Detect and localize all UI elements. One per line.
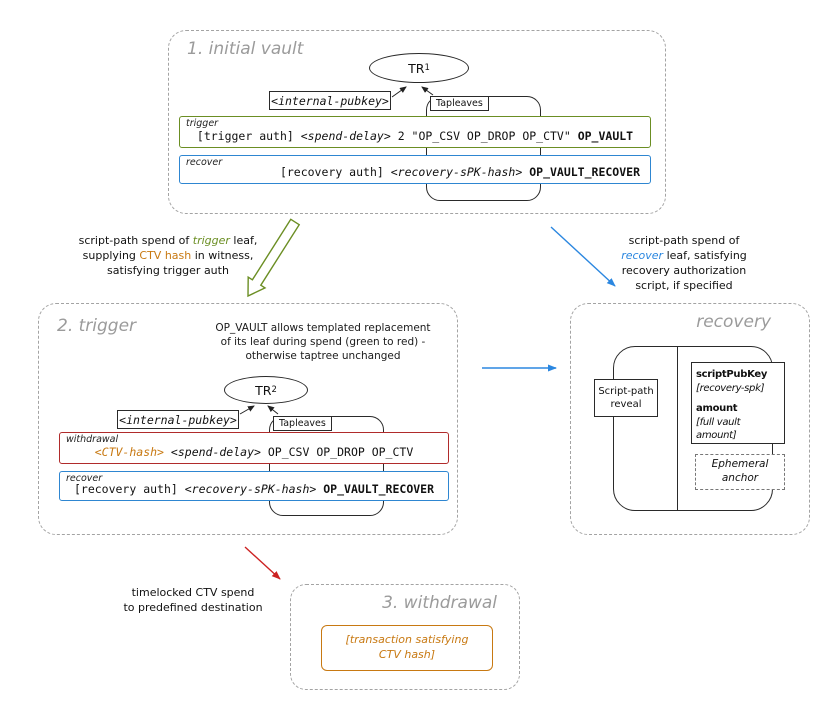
script-path-reveal-box: Script-path reveal	[594, 379, 658, 417]
recover-leaf-label-1: recover	[186, 157, 223, 168]
recover-leaf-code-2: [recovery auth] <recovery-sPK-hash> OP_V…	[60, 482, 448, 496]
scriptpubkey-label: scriptPubKey	[696, 369, 768, 380]
trigger-spend-l2c: in witness,	[191, 248, 254, 262]
recover-spend-l2b: leaf, satisfying	[663, 248, 747, 262]
recovery-spk-hash-text-1: <recovery-sPK-hash>	[390, 165, 523, 179]
ctv-hash-text: <CTV-hash>	[94, 445, 164, 459]
trigger-spend-line3: satisfying trigger auth	[107, 263, 229, 277]
withdrawal-title: 3. withdrawal	[382, 593, 497, 613]
op-vault-recover-opcode-1: OP_VAULT_RECOVER	[529, 165, 640, 179]
recover-leaf-code-1: [recovery auth] <recovery-sPK-hash> OP_V…	[180, 165, 650, 179]
recover-spend-annotation: script-path spend of recover leaf, satis…	[595, 234, 773, 293]
amount-value: [full vault amount]	[696, 416, 741, 442]
withdrawal-spend-annotation: timelocked CTV spend to predefined desti…	[103, 586, 283, 616]
trigger-auth-text: [trigger auth]	[196, 129, 301, 143]
trigger-spend-l2a: supplying	[82, 248, 140, 262]
recover-spend-l2a: recover	[621, 248, 664, 262]
trigger-leaf-code: [trigger auth] <spend-delay> 2 "OP_CSV O…	[180, 129, 650, 143]
spend-delay-text-1: <spend-delay>	[300, 129, 391, 143]
recovery-spk-hash-text-2: <recovery-sPK-hash>	[184, 482, 317, 496]
trigger-vault-title: 2. trigger	[57, 316, 137, 336]
trigger-spend-annotation: script-path spend of trigger leaf, suppl…	[58, 234, 278, 279]
recover-leaf-script-2: recover [recovery auth] <recovery-sPK-ha…	[59, 471, 449, 501]
tr1-subscript: 1	[424, 62, 430, 73]
trigger-script-text: 2 "OP_CSV OP_DROP OP_CTV"	[390, 129, 578, 143]
ctv-transaction-line1: [transaction satisfying	[345, 633, 469, 647]
op-vault-note-line3: otherwise taptree unchanged	[245, 350, 401, 363]
withdrawal-box: 3. withdrawal [transaction satisfying CT…	[290, 584, 520, 690]
trigger-vault-box: 2. trigger OP_VAULT allows templated rep…	[38, 303, 458, 535]
tapleaves-label-2: Tapleaves	[273, 416, 332, 431]
trigger-to-withdrawal-arrow	[244, 546, 281, 580]
trigger-spend-l1c: leaf,	[229, 234, 258, 247]
tr1-label: TR	[408, 60, 425, 76]
scriptpubkey-value: [recovery-spk]	[696, 382, 765, 394]
recover-spend-line3: recovery authorization	[621, 263, 747, 277]
trigger-spend-line2: supplying CTV hash in witness,	[58, 249, 278, 264]
ephemeral-anchor-box: Ephemeral anchor	[695, 454, 785, 490]
trigger-leaf-script: trigger [trigger auth] <spend-delay> 2 "…	[179, 116, 651, 148]
trigger-leaf-label: trigger	[186, 118, 219, 129]
withdrawal-spend-line1: timelocked CTV spend	[131, 586, 255, 599]
withdrawal-leaf-code: <CTV-hash> <spend-delay> OP_CSV OP_DROP …	[60, 445, 448, 459]
withdrawal-sep	[164, 445, 171, 459]
op-vault-note-line1: OP_VAULT allows templated replacement	[215, 322, 431, 334]
internal-pubkey-box-2: <internal-pubkey>	[117, 410, 239, 429]
trigger-spend-l2b: CTV hash	[139, 248, 192, 262]
internal-pubkey-box-1: <internal-pubkey>	[269, 91, 391, 110]
internal-pubkey-text-1: <internal-pubkey>	[271, 93, 389, 108]
recover-leaf-script-1: recover [recovery auth] <recovery-sPK-ha…	[179, 155, 651, 184]
spend-delay-text-2: <spend-delay>	[170, 445, 261, 459]
trigger-spend-line1: script-path spend of trigger leaf,	[58, 234, 278, 249]
op-vault-note-line2: of its leaf during spend (green to red) …	[220, 336, 426, 349]
trigger-spend-l1b: trigger	[192, 234, 230, 247]
output-box-spacer	[696, 395, 780, 402]
ephemeral-anchor-label: Ephemeral anchor	[711, 458, 769, 484]
tr2-subscript: 2	[271, 384, 277, 395]
recover-spend-line1: script-path spend of	[628, 234, 740, 247]
withdrawal-spend-line2: to predefined destination	[123, 600, 263, 614]
recovery-box: recovery Script-path reveal scriptPubKey…	[570, 303, 810, 535]
recovery-auth-text-1: [recovery auth]	[279, 165, 391, 179]
tr2-label: TR	[255, 382, 272, 398]
tapleaves-label-1: Tapleaves	[430, 96, 489, 111]
tapleaves-rect-1	[426, 96, 541, 201]
recover-spend-line4: script, if specified	[635, 278, 733, 292]
op-vault-opcode: OP_VAULT	[577, 129, 634, 143]
recover-spend-line2: recover leaf, satisfying	[595, 249, 773, 264]
trigger-spend-l1a: script-path spend of	[78, 234, 193, 247]
recovery-title: recovery	[696, 312, 771, 332]
ctv-transaction-box: [transaction satisfying CTV hash]	[321, 625, 493, 671]
recovery-auth-text-2: [recovery auth]	[73, 482, 185, 496]
amount-label: amount	[696, 403, 738, 414]
op-vault-note: OP_VAULT allows templated replacement of…	[189, 321, 457, 364]
withdrawal-script-text: OP_CSV OP_DROP OP_CTV	[260, 445, 414, 459]
recover-leaf-label-2: recover	[66, 473, 103, 484]
ctv-transaction-line2: CTV hash]	[378, 648, 436, 661]
recovery-tx-divider	[677, 346, 678, 511]
internal-pubkey-text-2: <internal-pubkey>	[119, 412, 237, 427]
tapleaves-rect-2	[269, 416, 384, 516]
withdrawal-leaf-script: withdrawal <CTV-hash> <spend-delay> OP_C…	[59, 432, 449, 464]
recovery-output-box: scriptPubKey [recovery-spk] amount [full…	[691, 362, 785, 444]
op-vault-recover-opcode-2: OP_VAULT_RECOVER	[323, 482, 435, 496]
withdrawal-leaf-label: withdrawal	[66, 434, 119, 445]
initial-vault-title: 1. initial vault	[187, 39, 304, 59]
